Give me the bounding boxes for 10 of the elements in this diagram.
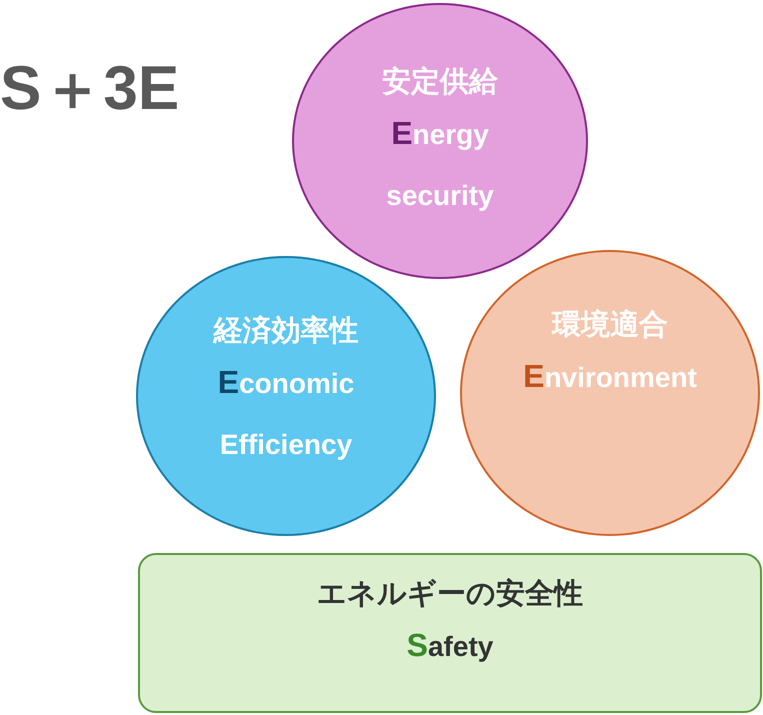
subtitle-text: Economic Efficiency xyxy=(216,362,356,462)
subtitle-text: Environment xyxy=(523,356,697,396)
heading-text: 経済効率性 xyxy=(214,314,358,349)
rounded-box xyxy=(138,553,762,713)
heading-text: 環境適合 xyxy=(552,308,668,343)
subtitle-text: Safety xyxy=(406,626,494,665)
diagram-title: S＋3E xyxy=(0,58,180,120)
heading-text: エネルギーの安全性 xyxy=(317,577,583,612)
heading-text: 安定供給 xyxy=(382,65,498,100)
subtitle-text: Energy security xyxy=(385,114,495,213)
